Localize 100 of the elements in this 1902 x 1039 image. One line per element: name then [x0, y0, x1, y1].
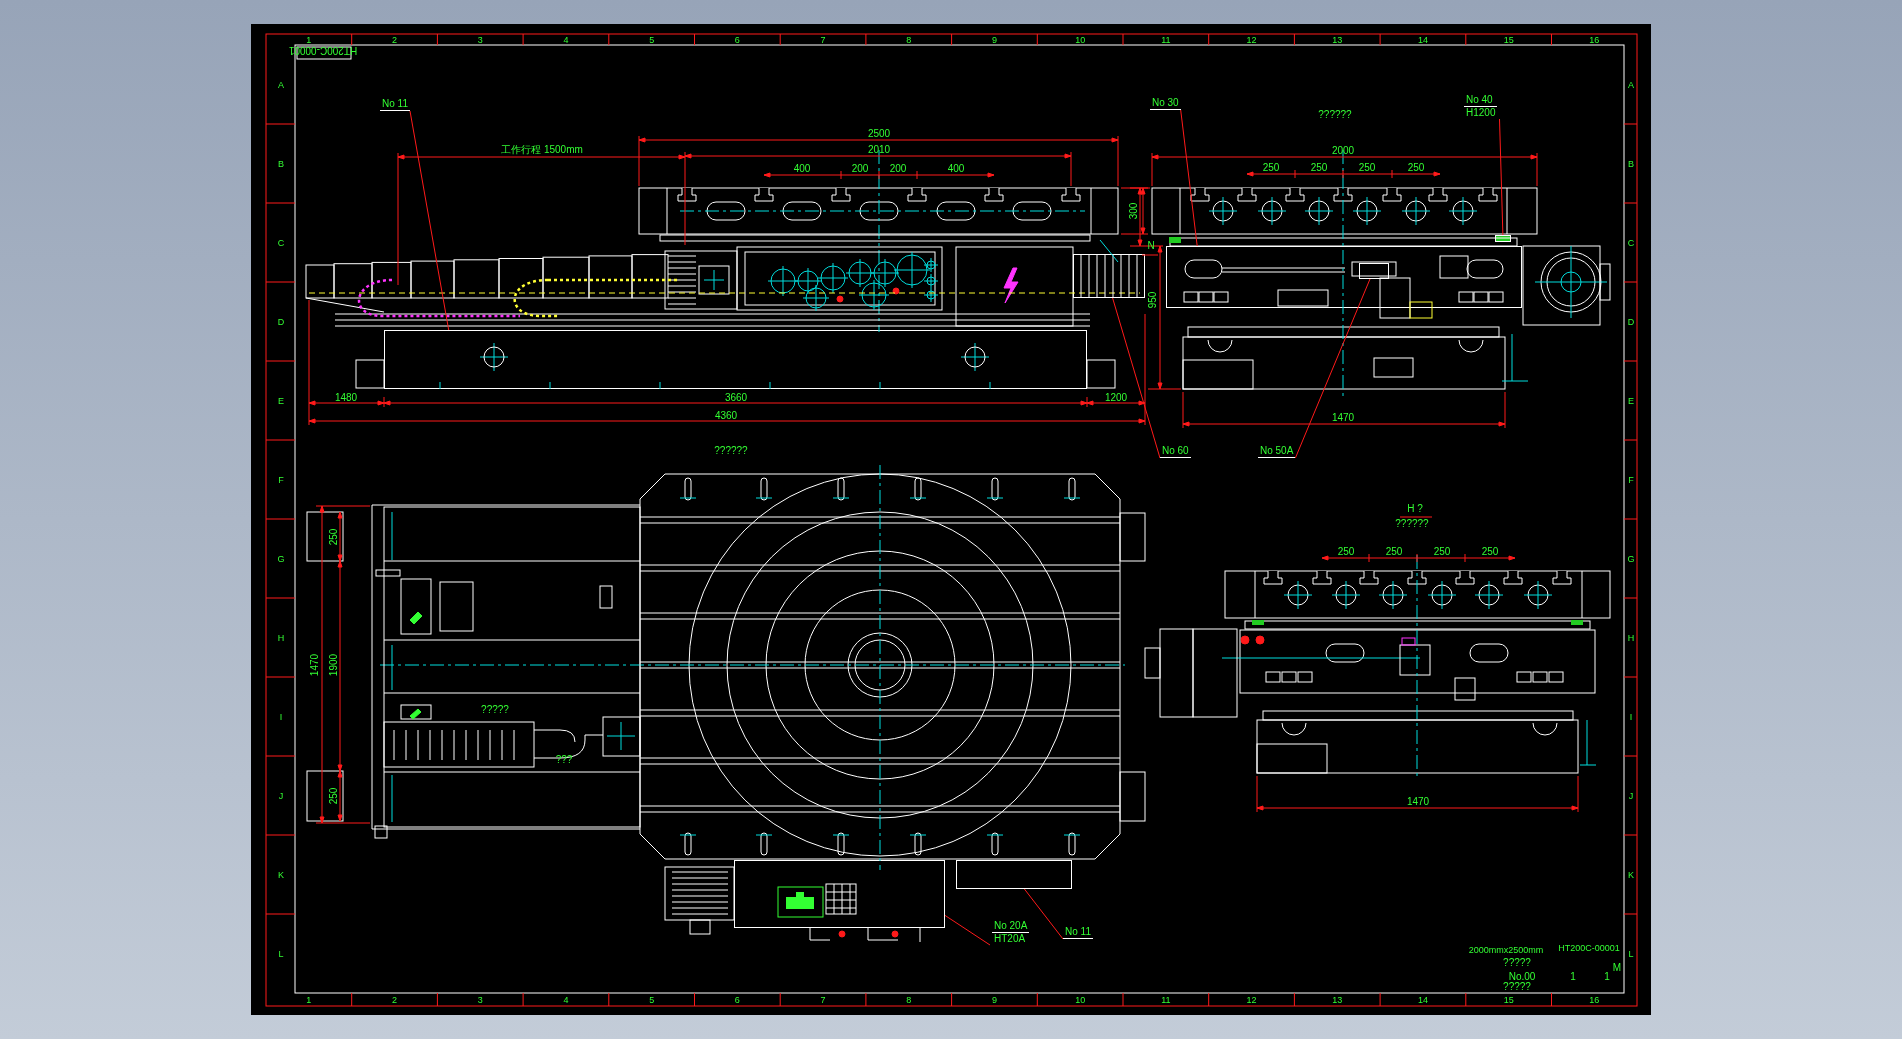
drawing-note: 250 [1481, 547, 1499, 557]
drawing-note: 4360 [714, 411, 738, 421]
grid-reference: B [278, 159, 284, 168]
leader-line [1180, 109, 1198, 247]
drawing-note: 2500 [867, 129, 891, 139]
grid-reference: C [277, 238, 285, 247]
grid-reference: H [1627, 633, 1635, 642]
drawing-note: 1900 [329, 653, 339, 677]
grid-reference: G [1627, 554, 1635, 563]
drawing-note: HT200C-00001 [288, 45, 358, 55]
drawing-note: 250 [1358, 163, 1376, 173]
drawing-note: 250 [1310, 163, 1328, 173]
grid-reference: 7 [820, 35, 826, 45]
drawing-note: 950 [1148, 291, 1158, 309]
machine-bed [384, 330, 1087, 389]
grid-reference: 8 [906, 995, 912, 1005]
drawing-note: ??? [555, 755, 573, 765]
drawing-note: 200 [889, 164, 907, 174]
grid-reference: F [278, 475, 284, 484]
drawing-note: 2010 [867, 145, 891, 155]
drawing-note: ?????? [1318, 110, 1352, 120]
grid-reference: A [1628, 80, 1634, 89]
callout-number: No 30 [1150, 97, 1181, 110]
leader-line [1294, 278, 1371, 459]
grid-reference: B [1628, 159, 1634, 168]
grid-reference: K [1628, 870, 1634, 879]
drawing-note: 250 [329, 787, 339, 805]
leader-line [1112, 297, 1161, 459]
grid-reference: 6 [734, 995, 740, 1005]
grid-reference: H [277, 633, 285, 642]
drawing-note: M [1612, 963, 1622, 973]
grid-reference: 6 [734, 35, 740, 45]
drawing-note: 1 [1570, 972, 1576, 982]
grid-reference: 2 [392, 995, 398, 1005]
drawing-note: 250 [1407, 163, 1425, 173]
grid-reference: E [1628, 396, 1634, 405]
drawing-note: No.00 [1508, 972, 1536, 982]
guard-box [956, 860, 1072, 889]
grid-reference: 9 [991, 35, 997, 45]
grid-reference: 15 [1503, 995, 1514, 1005]
leader-line [1023, 888, 1064, 940]
drawing-note: N [1147, 241, 1155, 251]
drawing-note: 2000mmx2500mm [1468, 945, 1544, 955]
bracket [1359, 263, 1389, 279]
grid-reference: 7 [820, 995, 826, 1005]
drawing-note: 1 [1604, 972, 1610, 982]
grid-reference: 3 [477, 995, 483, 1005]
drawing-note: 1470 [1406, 797, 1430, 807]
drawing-note: 1470 [310, 653, 320, 677]
grid-reference: L [278, 949, 284, 958]
grid-reference: 14 [1417, 995, 1428, 1005]
grid-reference: 4 [563, 35, 569, 45]
callout-number: No 11 [380, 98, 410, 111]
drawing-note: 250 [329, 528, 339, 546]
callout-number: No 60 [1160, 445, 1191, 458]
grid-reference: 15 [1503, 35, 1514, 45]
bellows-cover [1073, 254, 1145, 298]
grid-reference: E [278, 396, 284, 405]
grid-reference: C [1627, 238, 1635, 247]
drawing-note: 400 [793, 164, 811, 174]
grid-reference: 5 [649, 35, 655, 45]
grid-reference: 10 [1075, 35, 1086, 45]
leader-line [1499, 118, 1504, 236]
saddle-body [1166, 246, 1522, 308]
grid-reference: 13 [1332, 35, 1343, 45]
callout-number: No 11 [1063, 926, 1093, 939]
drawing-note: 1470 [1331, 413, 1355, 423]
drawing-note: 工作行程 1500mm [501, 145, 583, 155]
drawing-note: ?????? [714, 446, 748, 456]
drawing-note: 1200 [1104, 393, 1128, 403]
drawing-note: 250 [1433, 547, 1451, 557]
drawing-note: H ? [1407, 504, 1423, 514]
grid-reference: I [279, 712, 283, 721]
grid-reference: 5 [649, 995, 655, 1005]
drawing-note: 1480 [334, 393, 358, 403]
grid-reference: F [1628, 475, 1634, 484]
leader-line [409, 110, 450, 331]
callout-number: H1200 [1465, 107, 1497, 119]
grid-reference: 9 [991, 995, 997, 1005]
grid-reference: A [278, 80, 284, 89]
grid-reference: 2 [392, 35, 398, 45]
grid-reference: D [1627, 317, 1635, 326]
drawing-note: 300 [1129, 202, 1139, 220]
grid-reference: I [1629, 712, 1633, 721]
grid-reference: 1 [306, 995, 312, 1005]
grid-reference: J [278, 791, 284, 800]
leader-line [944, 914, 991, 946]
drawing-note: ????? [1503, 982, 1531, 992]
grid-reference: D [277, 317, 285, 326]
drawing-note: ????? [481, 705, 509, 715]
callout-number: HT20A [993, 933, 1027, 945]
grid-reference: K [278, 870, 284, 879]
drawing-note: 250 [1337, 547, 1355, 557]
grid-reference: 1 [306, 35, 312, 45]
drawing-note: 2000 [1331, 146, 1355, 156]
drawing-note: ?????? [1395, 519, 1429, 529]
callout-number: No 50A [1258, 445, 1296, 458]
grid-reference: 10 [1075, 995, 1086, 1005]
drawing-note: 250 [1385, 547, 1403, 557]
drawing-note: 250 [1262, 163, 1280, 173]
